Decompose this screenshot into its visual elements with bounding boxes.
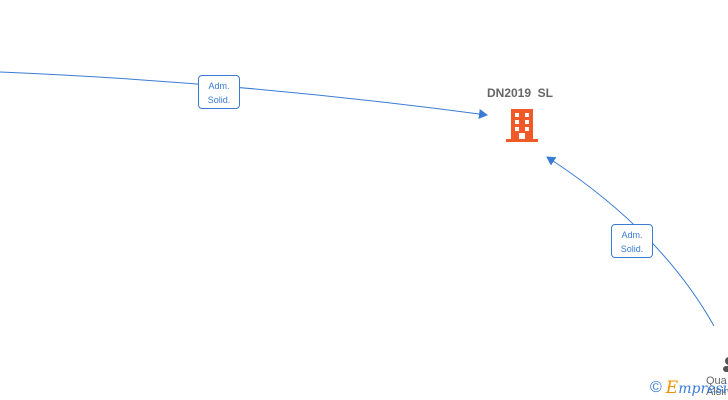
person-name-partial[interactable]: Qua Alsin	[706, 376, 728, 398]
copyright-icon: ©	[650, 379, 662, 396]
edge-role-line1: Adm.	[208, 81, 230, 91]
edge-role-line1: Adm.	[621, 230, 643, 240]
company-name[interactable]: DN2019 SL	[486, 86, 554, 100]
edge-role-line2: Solid.	[620, 244, 644, 254]
edge-label-top[interactable]: Adm. Solid.	[198, 75, 240, 109]
empresia-watermark: © Empresia	[650, 378, 728, 398]
building-icon[interactable]	[505, 107, 539, 143]
brand-logo: Empresia	[665, 378, 728, 398]
edge-role-line2: Solid.	[207, 95, 231, 105]
person-icon[interactable]	[721, 356, 728, 372]
person-name-line1: Qua	[706, 375, 727, 387]
edge-line-top	[0, 71, 488, 119]
person-name-line2: Alsin	[706, 386, 728, 398]
edge-label-bottom[interactable]: Adm. Solid.	[611, 224, 653, 258]
